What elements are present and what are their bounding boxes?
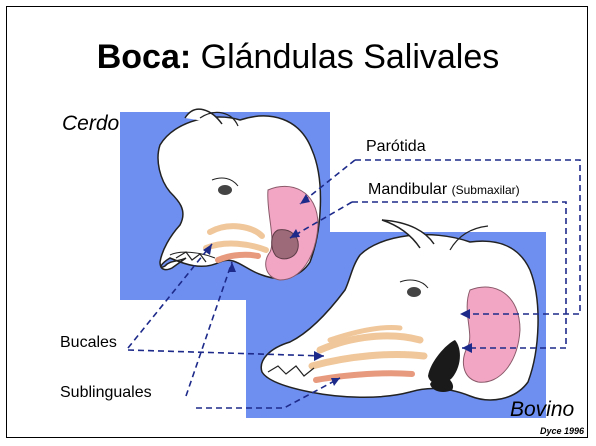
mandibular-label-main: Mandibular — [368, 181, 447, 198]
sublingual-label: Sublinguales — [60, 384, 152, 402]
pig-head-illustration — [158, 109, 320, 280]
cow-label: Bovino — [510, 398, 574, 422]
credit-label: Dyce 1996 — [540, 426, 584, 436]
pig-label: Cerdo — [62, 112, 119, 136]
mandibular-label-alt: (Submaxilar) — [452, 183, 520, 197]
mandibular-label: Mandibular (Submaxilar) — [368, 181, 520, 199]
buccal-label: Bucales — [60, 334, 117, 352]
parotid-label: Parótida — [366, 138, 426, 156]
